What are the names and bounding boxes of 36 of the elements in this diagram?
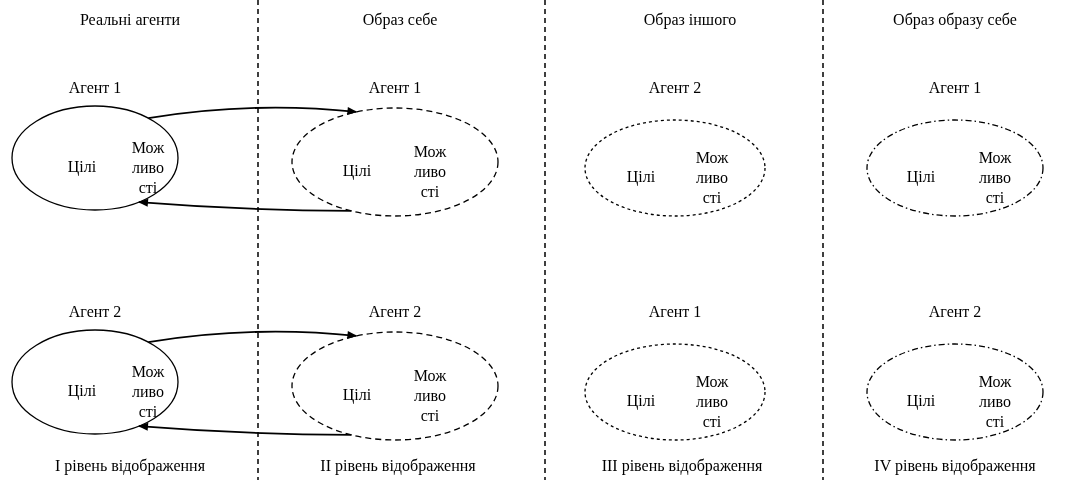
ellipse-label: Мож ливо сті	[413, 366, 447, 426]
agent-heading: Агент 2	[368, 302, 422, 322]
curved-arrow	[147, 106, 358, 120]
column-heading: Образ іншого	[643, 10, 737, 30]
column-heading: Образ образу себе	[893, 10, 1017, 30]
level-caption: III рівень відображення	[601, 456, 763, 476]
agent-heading: Агент 2	[68, 302, 122, 322]
column-heading: Реальні агенти	[79, 10, 181, 30]
agent-heading: Агент 2	[648, 78, 702, 98]
agent-heading: Агент 1	[368, 78, 422, 98]
ellipse-label: Цілі	[906, 391, 936, 411]
agent-heading: Агент 2	[928, 302, 982, 322]
level-caption: II рівень відображення	[320, 456, 476, 476]
ellipse-label: Цілі	[906, 167, 936, 187]
ellipse-label: Мож ливо сті	[978, 372, 1012, 432]
ellipse-label: Мож ливо сті	[695, 372, 729, 432]
agent-heading: Агент 1	[68, 78, 122, 98]
agent-heading: Агент 1	[928, 78, 982, 98]
agent-heading: Агент 1	[648, 302, 702, 322]
ellipse-label: Цілі	[67, 157, 97, 177]
ellipse-label: Мож ливо сті	[131, 362, 165, 422]
ellipse-label: Цілі	[342, 161, 372, 181]
level-caption: IV рівень відображення	[874, 456, 1036, 476]
ellipse-label: Мож ливо сті	[413, 142, 447, 202]
curved-arrow	[147, 330, 358, 344]
curved-arrow	[138, 422, 353, 436]
level-caption: I рівень відображення	[55, 456, 205, 476]
ellipse-label: Мож ливо сті	[695, 148, 729, 208]
curved-arrow	[138, 198, 353, 212]
ellipse-label: Мож ливо сті	[978, 148, 1012, 208]
ellipse-label: Цілі	[67, 381, 97, 401]
column-heading: Образ себе	[362, 10, 438, 30]
ellipse-label: Цілі	[626, 391, 656, 411]
ellipse-label: Цілі	[626, 167, 656, 187]
ellipse-label: Мож ливо сті	[131, 138, 165, 198]
ellipse-label: Цілі	[342, 385, 372, 405]
